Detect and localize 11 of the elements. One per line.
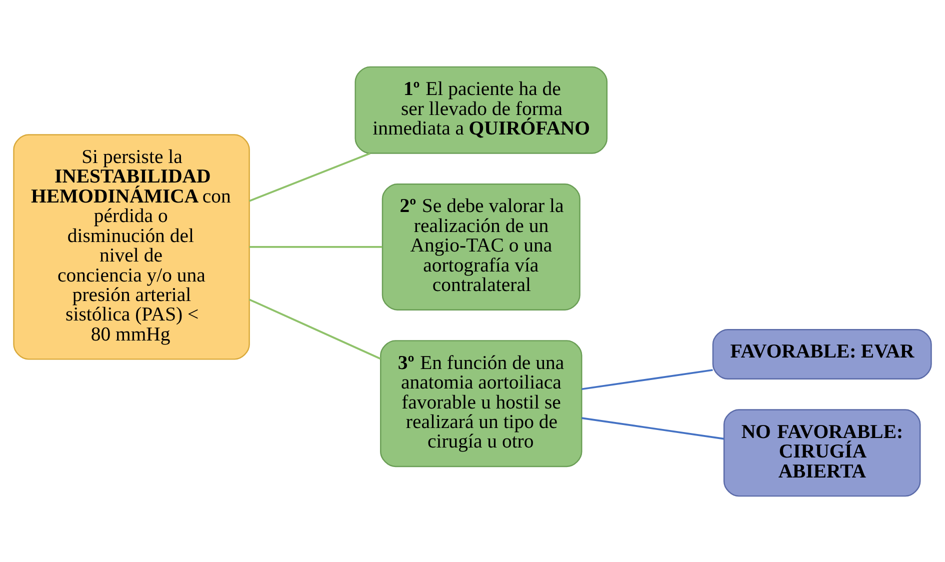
node-box: Si persiste la INESTABILIDAD HEMODINÁMICA con pérdida o disminución del nivel de conciencia y/o una presión arterial sistólica (PAS) < 80 mmHg xyxy=(13,134,250,360)
node-box: 2º Se debe valorar la realización de un Angio-TAC o una aortografía vía contralateral xyxy=(382,182,580,310)
connector xyxy=(582,416,724,440)
node-box: FAVORABLE: EVAR xyxy=(712,328,932,380)
connector xyxy=(249,246,382,248)
node-box: 3º En función de una anatomia aortoiliaca favorable u hostil se realizará un tipo de cirugía u otro xyxy=(380,340,582,467)
node-box: 1º El paciente ha de ser llevado de forma inmediata a QUIRÓFANO xyxy=(354,66,608,154)
connector xyxy=(582,368,713,390)
connector xyxy=(248,298,381,360)
connector xyxy=(248,152,370,202)
node-box: NO FAVORABLE: CIRUGÍA ABIERTA xyxy=(723,408,921,496)
